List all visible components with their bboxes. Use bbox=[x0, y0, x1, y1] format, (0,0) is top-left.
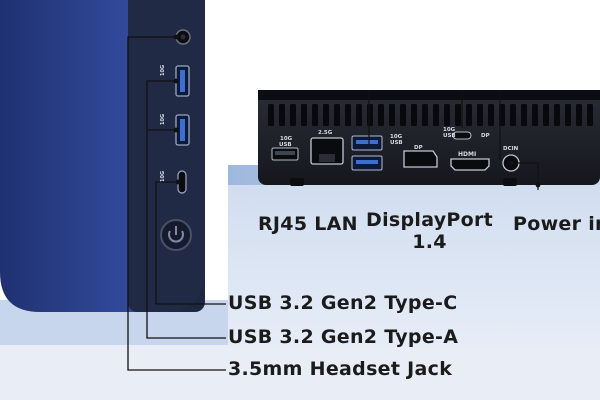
dp-mark: DP bbox=[414, 145, 423, 151]
rj45-label: RJ45 LAN bbox=[258, 213, 358, 235]
vent-slot bbox=[510, 104, 516, 126]
vent-slot bbox=[587, 104, 593, 126]
vent-slot bbox=[554, 104, 560, 126]
left-usb1-mark: 10G bbox=[160, 65, 166, 76]
usbc-speed-mark: 10G bbox=[443, 127, 456, 133]
vent-slot bbox=[367, 104, 373, 126]
vent-slot bbox=[444, 104, 450, 126]
vent-slot bbox=[565, 104, 571, 126]
power-button bbox=[160, 219, 192, 251]
left-usbc-mark: 10G bbox=[160, 171, 166, 182]
vent-slot bbox=[532, 104, 538, 126]
vent-slot bbox=[356, 104, 362, 126]
vent-slot bbox=[488, 104, 494, 126]
stack-usb-speed-mark: 10G bbox=[390, 134, 403, 140]
vent-slot bbox=[301, 104, 307, 126]
hdmi-mark: HDMI bbox=[458, 151, 476, 158]
vent-slot bbox=[290, 104, 296, 126]
displayport-label: DisplayPort 1.4 bbox=[366, 209, 493, 253]
rear-usb-a-stack bbox=[351, 135, 383, 171]
vent-slot bbox=[378, 104, 384, 126]
platform bbox=[228, 168, 600, 348]
usbc-usb-mark: USB bbox=[443, 133, 456, 139]
rear-usb-speed-mark: 10G bbox=[280, 136, 293, 142]
vent-slot bbox=[433, 104, 439, 126]
displayport-label-line1: DisplayPort bbox=[366, 209, 494, 231]
vent-slot bbox=[268, 104, 274, 126]
vent-slot bbox=[400, 104, 406, 126]
minipc-rear-body bbox=[258, 90, 600, 185]
vent-slot bbox=[477, 104, 483, 126]
rj45-port bbox=[310, 137, 344, 165]
usb-c-callout: USB 3.2 Gen2 Type-C bbox=[228, 292, 458, 314]
vent-slot bbox=[576, 104, 582, 126]
vent-slot bbox=[455, 104, 461, 126]
vent-slot bbox=[323, 104, 329, 126]
vent-slot bbox=[312, 104, 318, 126]
power-input-label: Power inp bbox=[513, 213, 600, 235]
vent-slot bbox=[543, 104, 549, 126]
left-usb2-mark: 10G bbox=[160, 114, 166, 125]
usb-a-port-1 bbox=[175, 65, 190, 97]
vent-slot bbox=[466, 104, 472, 126]
usb-c-rear bbox=[452, 131, 472, 140]
displayport-port bbox=[403, 150, 438, 168]
displayport-label-line2: 1.4 bbox=[412, 231, 447, 253]
rear-usb-mark: USB bbox=[279, 142, 292, 148]
vent-slot bbox=[389, 104, 395, 126]
vent-slot bbox=[422, 104, 428, 126]
lan-speed-mark: 2.5G bbox=[318, 130, 333, 136]
vent-slot bbox=[334, 104, 340, 126]
audio-jack-callout: 3.5mm Headset Jack bbox=[228, 358, 453, 380]
dcin-mark: DCIN bbox=[503, 146, 519, 152]
vent-slot bbox=[279, 104, 285, 126]
vent-slot bbox=[345, 104, 351, 126]
hdmi-port bbox=[450, 158, 490, 171]
usb-a-callout: USB 3.2 Gen2 Type-A bbox=[228, 326, 459, 348]
leader-lines-rear bbox=[368, 90, 539, 190]
rear-top-lip bbox=[258, 90, 600, 100]
usbc-dp-mark: DP bbox=[481, 133, 490, 139]
vent-slot bbox=[411, 104, 417, 126]
stack-usb-mark: USB bbox=[390, 140, 403, 146]
rear-vents bbox=[268, 104, 593, 126]
leader-lines-left bbox=[127, 36, 226, 371]
rear-usb-a-left bbox=[271, 147, 299, 161]
vent-slot bbox=[521, 104, 527, 126]
